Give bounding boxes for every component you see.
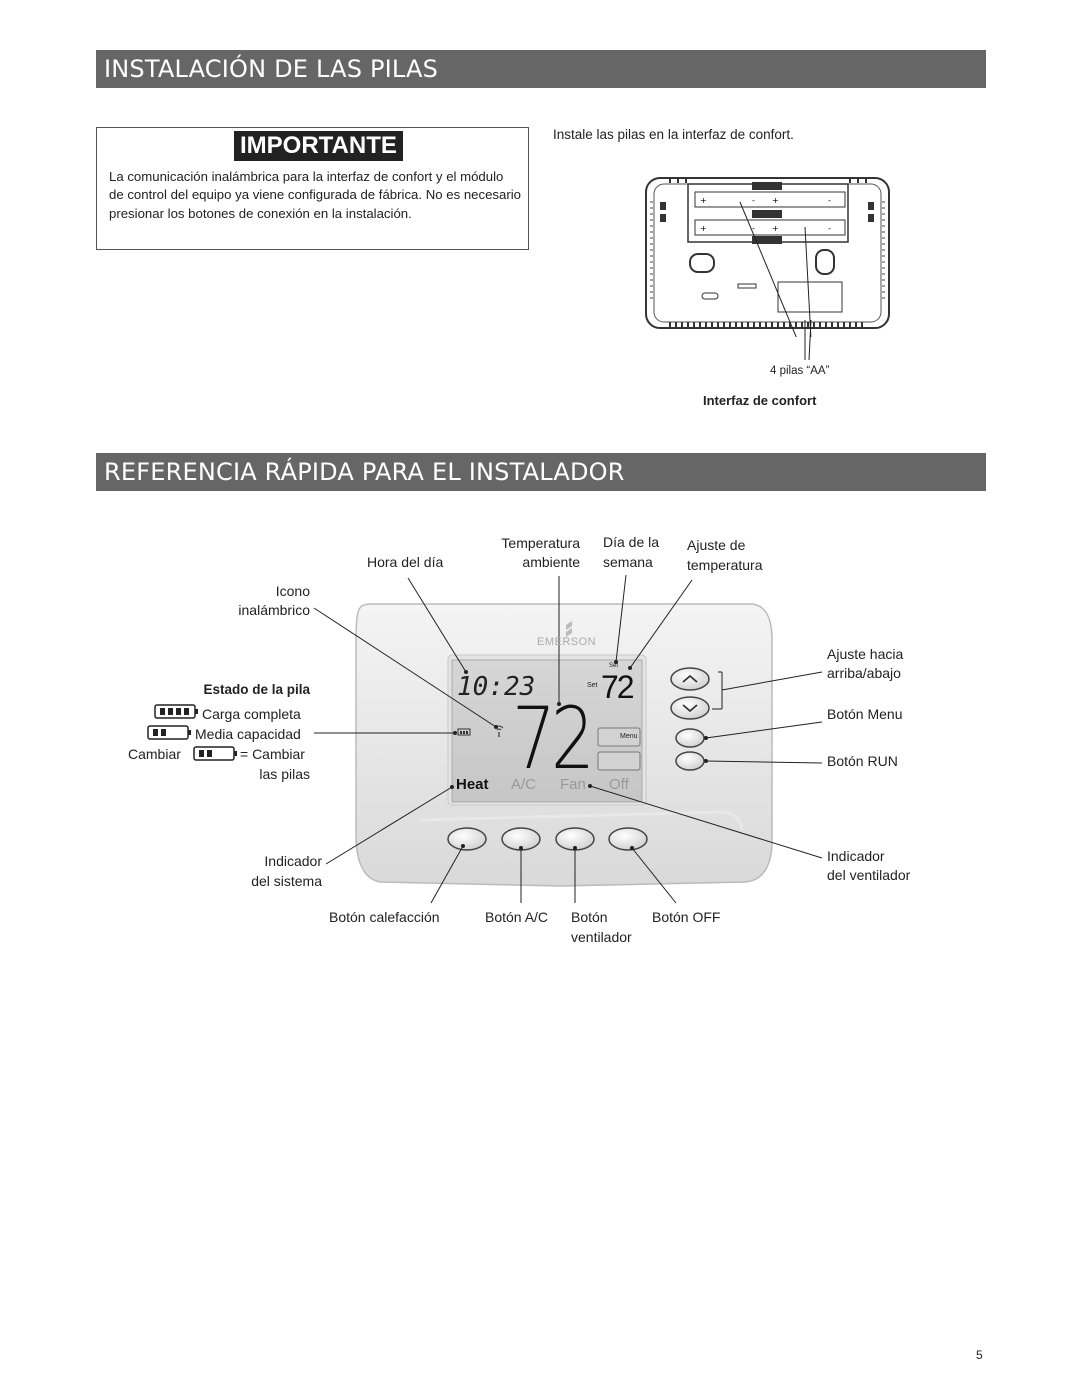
- section-title-quick-reference: REFERENCIA RÁPIDA PARA EL INSTALADOR: [96, 453, 986, 491]
- label-fan-ind-1: Indicador: [827, 848, 885, 864]
- install-instruction: Instale las pilas en la interfaz de conf…: [553, 127, 794, 142]
- svg-text:-: -: [828, 196, 831, 205]
- lcd-room-temperature: 72: [512, 689, 595, 789]
- label-menu-button: Botón Menu: [827, 706, 903, 722]
- lcd-set-label-top: Set: [609, 663, 619, 669]
- battery-half-icon: [147, 725, 191, 740]
- label-half-capacity: Media capacidad: [195, 726, 301, 742]
- label-up-down-2: arriba/abajo: [827, 665, 901, 681]
- label-fan-ind-2: del ventilador: [827, 867, 911, 883]
- label-time-of-day: Hora del día: [367, 554, 444, 570]
- thermostat-front-drawing: [147, 574, 823, 904]
- label-replace-2: las pilas: [259, 766, 310, 782]
- svg-text:+: +: [700, 224, 707, 233]
- label-replace-prefix: Cambiar: [128, 746, 181, 762]
- lcd-set-temperature: 72: [601, 669, 635, 705]
- svg-text:+: +: [772, 224, 779, 233]
- svg-text:-: -: [828, 224, 831, 233]
- lcd-menu-label: Menu: [620, 733, 638, 740]
- lcd-mode-fan: Fan: [560, 776, 586, 793]
- section-title-battery: INSTALACIÓN DE LAS PILAS: [96, 50, 986, 88]
- label-room-temp-2: ambiente: [522, 554, 580, 570]
- battery-callout-lines: [804, 320, 812, 361]
- label-replace: = Cambiar: [240, 746, 305, 762]
- label-wireless-2: inalámbrico: [238, 602, 310, 618]
- important-text: La comunicación inalámbrica para la inte…: [109, 169, 522, 221]
- lcd-time: 10:23: [457, 672, 536, 702]
- label-battery-status: Estado de la pila: [203, 682, 310, 697]
- label-setpoint-2: temperatura: [687, 557, 763, 573]
- label-setpoint-1: Ajuste de: [687, 537, 746, 553]
- label-up-down-1: Ajuste hacia: [827, 646, 904, 662]
- label-fan-button-2: ventilador: [571, 929, 632, 945]
- battery-low-icon: [193, 746, 237, 761]
- important-box: IMPORTANTE La comunicación inalámbrica p…: [96, 127, 529, 250]
- lcd-mode-ac: A/C: [511, 776, 537, 793]
- svg-text:-: -: [752, 196, 755, 205]
- svg-text:-: -: [752, 224, 755, 233]
- label-off-button: Botón OFF: [652, 909, 721, 925]
- label-ac-button: Botón A/C: [485, 909, 549, 925]
- label-day-2: semana: [603, 554, 653, 570]
- label-wireless-1: Icono: [275, 583, 310, 599]
- brand-logo-text: EMERSON: [537, 636, 597, 648]
- label-full-charge: Carga completa: [202, 706, 301, 722]
- battery-callout: 4 pilas “AA”: [770, 365, 830, 377]
- lcd-mode-off: Off: [609, 776, 629, 793]
- battery-full-icon: [154, 704, 198, 719]
- label-heat-button: Botón calefacción: [329, 909, 440, 925]
- svg-text:+: +: [772, 196, 779, 205]
- label-system-ind-2: del sistema: [251, 873, 322, 889]
- lcd-set-label: Set: [587, 682, 598, 689]
- page-number: 5: [976, 1348, 983, 1362]
- label-fan-button-1: Botón: [571, 909, 608, 925]
- comfort-interface-back-drawing: + - + - + - + -: [645, 177, 890, 337]
- label-room-temp-1: Temperatura: [501, 535, 580, 551]
- svg-text:+: +: [700, 196, 707, 205]
- label-day-1: Día de la: [603, 534, 660, 550]
- label-run-button: Botón RUN: [827, 753, 898, 769]
- lcd-mode-heat: Heat: [456, 776, 489, 793]
- important-label: IMPORTANTE: [234, 131, 403, 161]
- label-system-ind-1: Indicador: [264, 853, 322, 869]
- figure-caption: Interfaz de confort: [703, 393, 817, 408]
